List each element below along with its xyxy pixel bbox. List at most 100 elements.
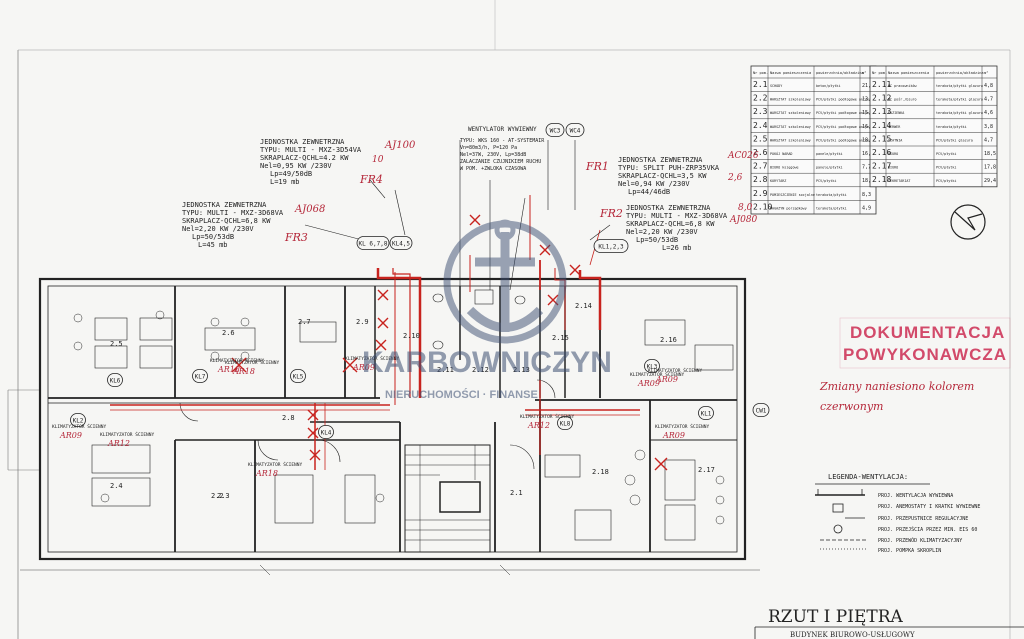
room-table-right-cell: WC pracowników (888, 84, 918, 88)
unit-fr1-line4: Nel=0,94 KW /230V (618, 180, 690, 188)
room-table-right-cell: terakota/płytki glazura (936, 98, 983, 102)
indoor-unit-type: KLIMATYZATOR ŚCIENNY (630, 371, 684, 378)
unit-fr4-line6: L=19 mb (270, 178, 300, 186)
vent-fan-callout: WENTYLATOR WYWIEWNY TYPU: WKS 160 - AT-S… (460, 126, 545, 172)
room-number: 2.1 (510, 489, 523, 497)
room-table-right-cell: BIURO (888, 166, 898, 170)
watermark-logo (443, 219, 567, 344)
room-table-left-cell: WARSZTAT szkoleniowy (770, 111, 811, 115)
room-table-left-cell: BIURO księgowe (770, 166, 799, 170)
vent-fan-line5: ZALACZANIE CZUJNIKIEM RUCHU (460, 159, 541, 165)
room-table-left-cell: 2.5 (753, 134, 768, 143)
equipment-bubble: KL 6,7,8 (359, 241, 388, 248)
room-table-left-cell: WARSZTAT szkoleniowy (770, 98, 811, 102)
room-table-right-cell: 3,8 (984, 124, 993, 130)
indoor-unit-type: KLIMATYZATOR ŚCIENNY (52, 423, 106, 430)
room-table-right-header: m² (984, 71, 988, 75)
building-outline (20, 277, 760, 576)
unit-fr1-note-qchl: 2,6 (727, 173, 743, 183)
unit-fr4-line2: TYPU: MULTI - MXZ-3D54VA (260, 146, 362, 154)
indoor-unit-code: AR18 (255, 469, 278, 478)
room-table-right-cell: 18,5 (984, 151, 996, 157)
room-number: 2.17 (698, 466, 715, 474)
room-table-right-cell: 2.16 (872, 148, 891, 157)
vent-fan-line4: Nel=37W, 230V, Lp=38dB (460, 152, 526, 158)
room-table-left-cell: 2.4 (753, 121, 768, 130)
indoor-unit-code: AR09 (59, 431, 82, 440)
equipment-bubble: KL2 (73, 418, 84, 425)
indoor-unit-code: AR09 (662, 431, 685, 440)
room-table-left-cell: beton/płytki (816, 84, 841, 88)
room-table-right-header: powierzchnia/okładzina (936, 71, 984, 75)
unit-fr4-line1: JEDNOSTKA ZEWNETRZNA (260, 138, 345, 146)
room-table-left-cell: 16,9 (862, 151, 874, 157)
unit-fr4-note-qchl: 10 (372, 155, 384, 165)
room-table-right-cell: 2.14 (872, 121, 891, 130)
unit-fr2-line1: JEDNOSTKA ZEWNETRZNA (626, 204, 711, 212)
handwritten-note-line2: czerwonym (820, 400, 884, 413)
room-table-left-cell: panele/płytki (816, 166, 843, 170)
red-cross-marks (231, 214, 668, 471)
room-table-left-cell: 2.3 (753, 107, 768, 116)
vent-fan-line2: TYPU: WKS 160 - AT-SYSTEMAIR (460, 138, 545, 144)
unit-fr2-line2: TYPU: MULTI - MXZ-3D68VA (626, 212, 728, 220)
indoor-unit-type: KLIMATYZATOR ŚCIENNY (655, 423, 709, 430)
room-table-left-cell: 2.7 (753, 162, 768, 171)
room-number: 2.7 (298, 318, 311, 326)
room-table-right-cell: PCV/płytki glazura (936, 138, 973, 142)
unit-fr2-line3: SKRAPLACZ-QCHL=6,8 KW (626, 220, 715, 228)
room-table-right-cell: PCV/płytki (936, 166, 956, 170)
unit-fr3-line3: SKRAPLACZ-QCHL=6,8 KW (182, 217, 271, 225)
room-number: 2.13 (513, 366, 530, 374)
unit-fr4-note-code: AJ100 (384, 140, 416, 151)
watermark-brand: KARBOWNICZYN (362, 346, 612, 379)
unit-fr1-tag: FR1 (585, 160, 609, 173)
indoor-unit-code: AR12 (107, 439, 130, 448)
room-number: 2.4 (110, 482, 123, 490)
vent-fan-line6: W POM. +ZWLOKA CZASOWA (460, 166, 526, 172)
room-number: 2.8 (282, 414, 295, 422)
room-table-left-cell: 2.10 (753, 202, 772, 211)
indoor-unit-code: AR18 (232, 367, 255, 376)
equipment-bubble: CW1 (756, 408, 767, 415)
equipment-bubble: KL4,5 (392, 241, 410, 248)
unit-fr4-line5: Lp=49/50dB (270, 170, 312, 178)
drawing-title: RZUT I PIĘTRA (768, 607, 904, 627)
room-table-right-cell: terakota/płytki glazura (936, 111, 983, 115)
room-number: 2.5 (110, 340, 123, 348)
red-duct-lines (110, 195, 640, 470)
room-number: 2.11 (437, 366, 454, 374)
room-table-right-cell: terakota/płytki glazura (936, 84, 983, 88)
unit-fr2-tag: FR2 (599, 207, 623, 220)
room-table-left-cell: 16,5 (862, 124, 874, 130)
room-table-left-cell: MAGAZYN porządkowy (770, 206, 807, 210)
unit-fr4-line4: Nel=0,95 KW /230V (260, 162, 332, 170)
room-table-right-cell: 2.17 (872, 162, 891, 171)
room-table-left-cell: POMIESZCZENIE socjalne (770, 193, 815, 197)
room-table-left-header: Nr pom. (753, 71, 768, 75)
room-table-left-cell: 18,9 (862, 178, 874, 184)
room-table-right-cell: 2.18 (872, 175, 891, 184)
legend-item-4: PROJ. PRZEJŚCIA PRZEZ MIN. EIS 60 (878, 526, 977, 533)
unit-fr2-line4: Nel=2,20 KW /230V (626, 228, 698, 236)
room-table-left-cell: terakota/płytki (816, 193, 847, 197)
unit-fr2-line6: L=26 mb (662, 244, 692, 252)
north-arrow (950, 204, 986, 240)
room-table-right-cell: 4,7 (984, 137, 993, 143)
legend-item-5: PROJ. PRZEWÓD KLIMATYZACYJNY (878, 537, 962, 544)
room-number: 2.18 (592, 468, 609, 476)
equipment-bubble: WC3 (550, 128, 561, 135)
room-table-left-cell: 7,7 (862, 165, 871, 171)
legend-item-2: PROJ. ANEMOSTATY I KRATKI WYWIEWNE (878, 504, 980, 510)
room-table-left-cell: POKÓJ NARAD (770, 151, 792, 156)
room-table-left-header: powierzchnia/okładzina (816, 71, 864, 75)
unit-fr1-line2: TYPU: SPLIT PUH-ZRP35VKA (618, 164, 720, 172)
room-number: 2.12 (472, 366, 489, 374)
unit-fr4-line3: SKRAPLACZ-QCHL=4.2 KW (260, 154, 349, 162)
room-table-left-cell: PCV/płytki podłogowe antyelektrostatyczn… (816, 98, 900, 102)
unit-fr3-line2: TYPU: MULTI - MXZ-3D68VA (182, 209, 284, 217)
vent-fan-line1: WENTYLATOR WYWIEWNY (468, 126, 537, 133)
